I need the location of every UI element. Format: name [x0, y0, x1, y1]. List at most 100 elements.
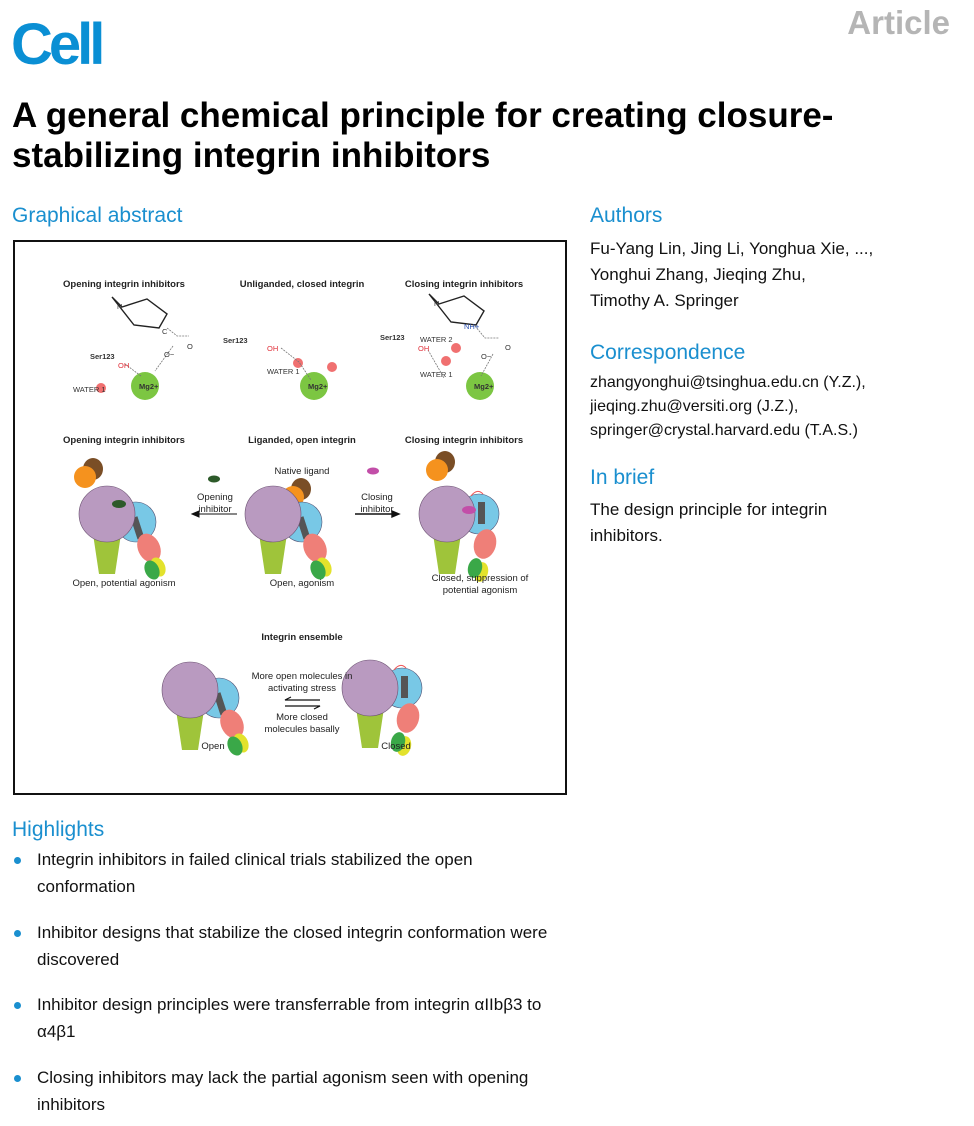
water1-label: WATER 1: [420, 370, 453, 379]
water2-label: WATER 2: [420, 335, 453, 344]
highlight-item: Inhibitor designs that stabilize the clo…: [12, 919, 572, 973]
left-arrow: [190, 510, 237, 518]
more-closed-label: More closed molecules basally: [264, 712, 340, 735]
state-middle-label: Open, agonism: [269, 578, 335, 589]
hybrid-domain: [137, 533, 161, 563]
closing-inhibitor-label: Closing inhibitor: [360, 492, 394, 515]
mg-ion: [131, 372, 159, 400]
ligand-orange: [74, 466, 96, 488]
author-list: Fu-Yang Lin, Jing Li, Yonghua Xie, ..., …: [590, 236, 873, 314]
bond-lines: [427, 325, 499, 379]
hybrid-domain: [396, 703, 420, 733]
row1-middle-heading: Unliganded, closed integrin: [239, 279, 365, 290]
piperidine-ring: [111, 296, 168, 329]
n-label: N: [434, 299, 440, 308]
integrin-open-opening: [78, 485, 166, 580]
article-type: Article: [847, 4, 950, 41]
closing-inhibitor-icon: [367, 467, 379, 475]
oh-label: OH: [267, 344, 279, 353]
water1-label: WATER 1: [73, 385, 106, 394]
highlight-item: Closing inhibitors may lack the partial …: [12, 1064, 557, 1118]
row1-right-heading: Closing integrin inhibitors: [404, 279, 524, 290]
egf-domain: [467, 558, 483, 578]
opening-inhibitor: [112, 500, 126, 508]
nh-label: NH+: [464, 322, 480, 331]
bond-lines: [280, 347, 312, 381]
highlight-text: Inhibitor designs that stabilize the clo…: [37, 923, 548, 969]
alpha-propeller: [161, 661, 219, 719]
beta-leg: [93, 534, 121, 574]
correspondence-list: zhangyonghui@tsinghua.edu.cn (Y.Z.), jie…: [590, 371, 866, 443]
n-label: N: [117, 302, 123, 311]
mg-label: Mg2+: [474, 382, 494, 391]
water-sphere: [451, 343, 461, 353]
piperidine-ring: [428, 293, 485, 326]
graphical-abstract-heading: Graphical abstract: [12, 204, 183, 227]
beta-leg: [433, 534, 461, 574]
beta-leg: [259, 534, 287, 574]
mg-label: Mg2+: [308, 382, 328, 391]
ominus-label: O−: [164, 350, 175, 359]
author-line: Fu-Yang Lin, Jing Li, Yonghua Xie, ...,: [590, 239, 874, 258]
hybrid-domain: [473, 529, 497, 559]
integrin-closed-closing: [418, 485, 500, 582]
highlight-text: Inhibitor design principles were transfe…: [37, 995, 542, 1041]
author-line: Timothy A. Springer: [590, 291, 739, 310]
journal-logo: Cell: [11, 12, 105, 77]
o-label: O: [187, 342, 193, 351]
alpha-propeller: [78, 485, 136, 543]
paper-title: A general chemical principle for creatin…: [12, 96, 834, 175]
water1-label: WATER 1: [267, 367, 300, 376]
hybrid-domain: [303, 533, 327, 563]
linker: [470, 490, 484, 497]
opening-inhibitor-label: Opening inhibitor: [197, 492, 233, 515]
ser-label: Ser123: [90, 352, 115, 361]
integrin-open-ensemble: [161, 661, 249, 756]
more-open-label: More open molecules in activating stress: [251, 671, 353, 694]
bullet-icon: [14, 930, 21, 937]
mg-label: Mg2+: [139, 382, 159, 391]
alpha-propeller: [244, 485, 302, 543]
highlight-item: Integrin inhibitors in failed clinical t…: [12, 846, 572, 900]
graphical-abstract: Opening integrin inhibitors Unliganded, …: [13, 240, 567, 795]
egf-domain: [227, 736, 243, 756]
alpha-propeller: [418, 485, 476, 543]
ser-label: Ser123: [380, 333, 405, 342]
closing-inhibitor: [462, 506, 476, 514]
row2-middle-heading: Liganded, open integrin: [248, 435, 356, 446]
email-link[interactable]: springer@crystal.harvard.edu (T.A.S.): [590, 422, 858, 439]
ligand-orange: [426, 459, 448, 481]
egf-domain: [390, 732, 406, 752]
row2-right-heading: Closing integrin inhibitors: [404, 435, 524, 446]
o-label: O: [505, 343, 511, 352]
water-sphere: [96, 383, 106, 393]
right-arrow: [355, 509, 401, 519]
integrin-closed-ensemble: [341, 659, 423, 756]
in-brief-heading: In brief: [590, 466, 655, 489]
bullet-icon: [14, 1002, 21, 1009]
bullet-icon: [14, 1075, 21, 1082]
integrin-open-liganded: [244, 485, 332, 580]
equilibrium-arrow-right: [285, 705, 321, 710]
mg-ion: [300, 372, 328, 400]
water-sphere: [441, 356, 451, 366]
bond-lines: [124, 327, 189, 377]
email-link[interactable]: jieqing.zhu@versiti.org (J.Z.),: [590, 398, 799, 415]
email-link[interactable]: zhangyonghui@tsinghua.edu.cn (Y.Z.),: [590, 374, 866, 391]
state-right-label: Closed, suppression of potential agonism: [431, 573, 529, 596]
authors-heading: Authors: [590, 204, 663, 227]
highlight-item: Inhibitor design principles were transfe…: [12, 991, 557, 1045]
oh-label: OH: [118, 361, 130, 370]
author-line: Yonghui Zhang, Jieqing Zhu,: [590, 265, 806, 284]
beta-leg: [176, 710, 204, 750]
water-sphere: [327, 362, 337, 372]
egf-domain: [310, 560, 326, 580]
highlights-heading: Highlights: [12, 818, 105, 841]
native-ligand-label: Native ligand: [274, 466, 330, 477]
oh-label: OH: [418, 344, 430, 353]
mg-ion: [466, 372, 494, 400]
ominus-label: O−: [481, 352, 492, 361]
opening-inhibitor-icon: [208, 475, 220, 483]
alpha7-helix: [478, 502, 485, 524]
water-sphere: [293, 358, 303, 368]
